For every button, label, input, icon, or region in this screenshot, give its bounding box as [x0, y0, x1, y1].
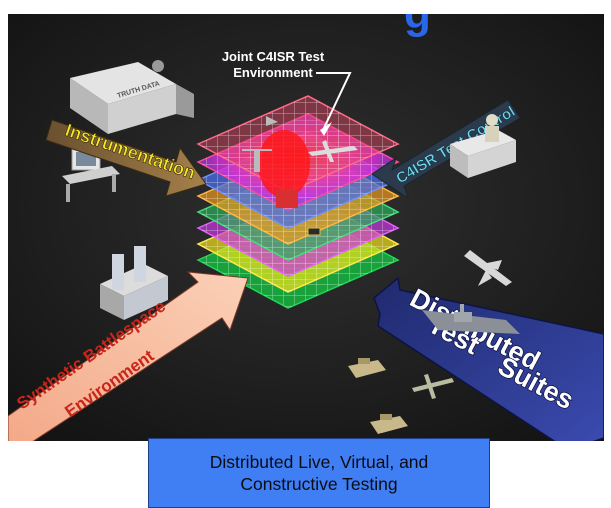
server-rack-icon [100, 246, 168, 320]
callout-arrowhead [320, 122, 332, 136]
ground-vehicle-marker [276, 190, 298, 208]
caption-line-2: Constructive Testing [240, 474, 398, 494]
ship-icon [422, 304, 520, 334]
callout-line-2: Environment [233, 65, 313, 80]
callout-arrow [316, 72, 352, 129]
tank-icon-2 [370, 414, 408, 434]
control-console-icon [450, 130, 516, 178]
callout-line-1: Joint C4ISR Test [222, 49, 325, 64]
grid-layer-stack [196, 95, 400, 309]
c4isr-scene: g Joint C4ISR Test [8, 14, 604, 441]
tank-icon [348, 358, 386, 378]
aircraft-icon [308, 140, 358, 162]
caption-line-1: Distributed Live, Virtual, and [209, 452, 429, 472]
caption-box: Distributed Live, Virtual, and Construct… [148, 438, 490, 508]
operator-icon [485, 114, 499, 142]
small-aircraft-icon [266, 116, 278, 126]
heat-core [258, 130, 310, 198]
helicopter-icon [242, 149, 272, 172]
tank-marker [307, 227, 321, 236]
truck-icon: TRUTH DATA [70, 60, 194, 134]
title-fragment: g [404, 14, 431, 38]
scene-svg: g Joint C4ISR Test [8, 14, 604, 441]
fighter-jet-icon [464, 250, 512, 286]
uav-icon [412, 374, 454, 399]
